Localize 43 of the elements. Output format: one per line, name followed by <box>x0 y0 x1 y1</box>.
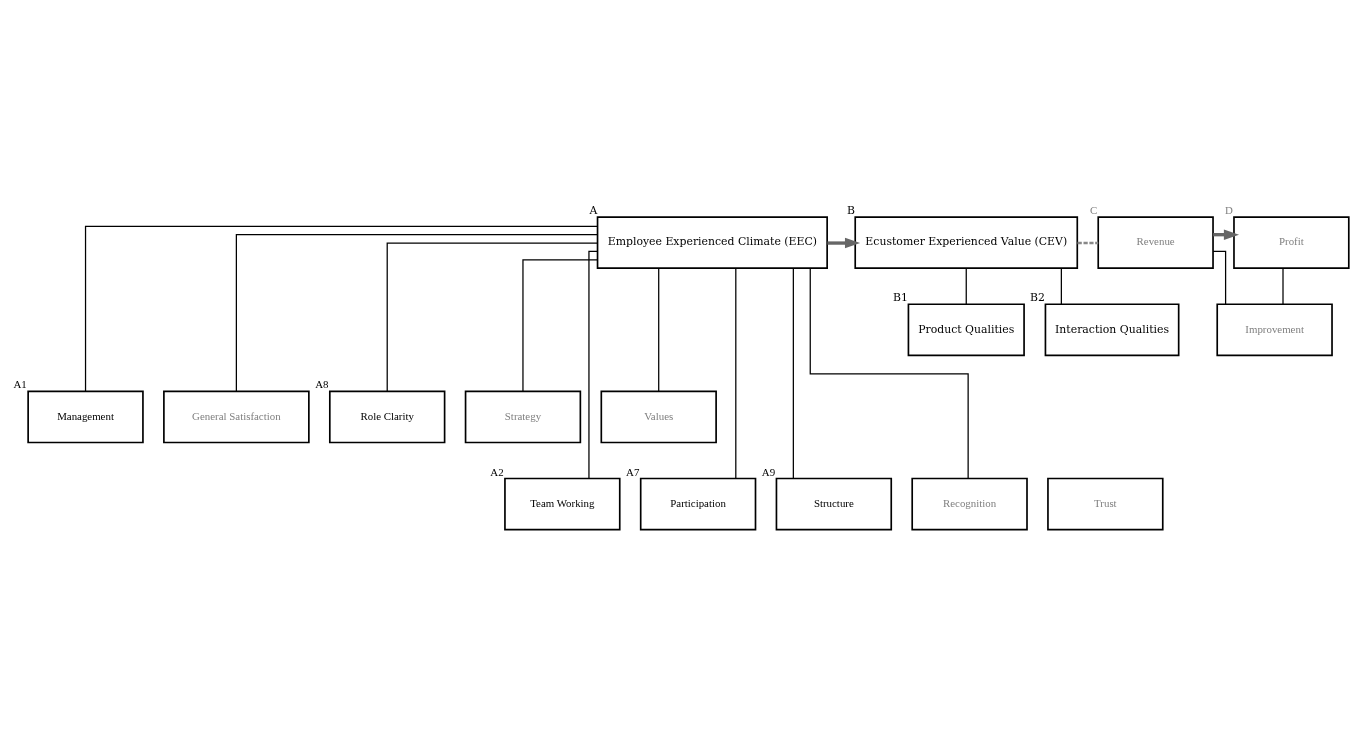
connector <box>522 258 599 392</box>
node-box: Trust <box>1047 477 1164 530</box>
node-box: Employee Experienced Climate (EEC) <box>596 215 828 269</box>
node-box: Team Working <box>504 477 621 530</box>
node-box: Management <box>27 390 144 443</box>
node-box: Strategy <box>464 390 582 443</box>
node-label: D <box>1225 203 1233 216</box>
connector <box>809 267 969 479</box>
node-label: A <box>589 203 598 217</box>
connector <box>1060 267 1062 305</box>
node-label: A2 <box>490 465 504 478</box>
connector <box>1212 250 1227 305</box>
connector <box>965 267 967 305</box>
node-label: A8 <box>315 377 329 390</box>
node-box: Product Qualities <box>907 302 1025 356</box>
node-box: Recognition <box>911 477 1028 530</box>
node-label: C <box>1089 203 1098 216</box>
connector <box>386 241 599 392</box>
node-label: A9 <box>761 465 776 478</box>
connector <box>1077 241 1099 244</box>
arrow <box>827 237 861 248</box>
connector <box>1282 267 1284 305</box>
node-box: Improvement <box>1216 302 1333 356</box>
node-label: B <box>847 203 856 217</box>
node-box: General Satisfaction <box>163 390 310 443</box>
node-box: Participation <box>639 477 757 530</box>
node-label: A7 <box>626 465 640 478</box>
node-box: Values <box>600 390 717 443</box>
connector <box>658 267 660 392</box>
node-box: Structure <box>775 477 893 530</box>
connector <box>735 267 737 479</box>
node-label: B2 <box>1030 290 1045 304</box>
connector <box>792 267 794 479</box>
node-box: Interaction Qualities <box>1044 302 1180 356</box>
connector <box>235 233 599 392</box>
node-label: B1 <box>893 290 908 304</box>
node-box: Role Clarity <box>328 390 446 443</box>
connector <box>588 250 599 479</box>
connector <box>84 225 598 392</box>
node-box: Profit <box>1233 215 1350 269</box>
node-box: Ecustomer Experienced Value (CEV) <box>854 215 1079 269</box>
node-label: A1 <box>13 377 27 390</box>
node-box: Revenue <box>1097 215 1214 269</box>
